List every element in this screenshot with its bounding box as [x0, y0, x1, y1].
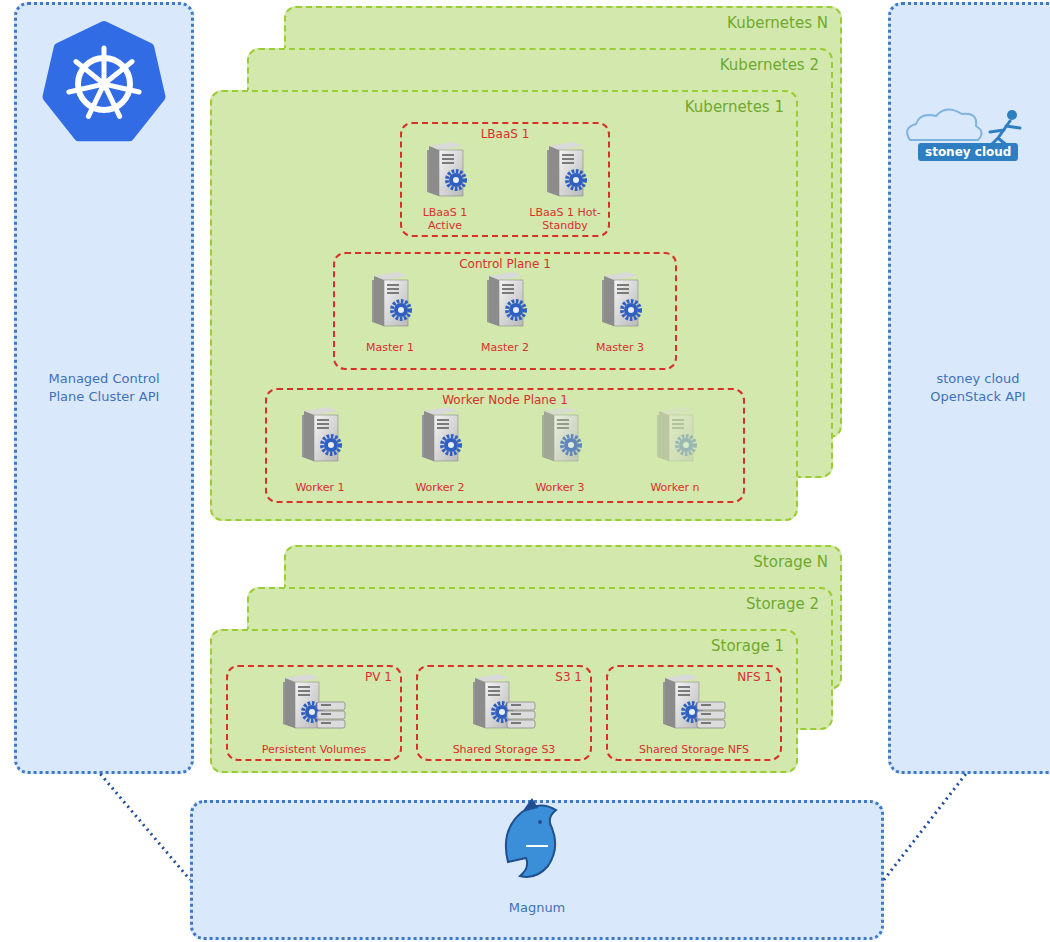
- api-panel: stoney cloud OpenStack API: [888, 2, 1050, 774]
- node-label: Worker 2: [415, 481, 464, 494]
- server-icons: [302, 142, 695, 461]
- node-label: Kubernetes 1: [224, 98, 784, 116]
- node-label: Worker Node Plane 1: [275, 393, 735, 407]
- node-label: Master 3: [596, 341, 644, 354]
- node-label: Magnum: [509, 899, 566, 917]
- node-label: Control Plane 1: [343, 257, 667, 271]
- node-label: Managed Control Plane Cluster API: [29, 370, 179, 406]
- node-label: Persistent Volumes: [262, 743, 367, 756]
- node-label: Worker n: [650, 481, 699, 494]
- node-label: LBaaS 1 Hot-Standby: [527, 206, 603, 232]
- node-label: stoney cloud OpenStack API: [903, 370, 1050, 406]
- node-label: LBaaS 1 Active: [410, 206, 480, 232]
- node-label: S3 1: [426, 670, 582, 684]
- node-label: Master 2: [481, 341, 529, 354]
- node-label: NFS 1: [616, 670, 772, 684]
- node-label: Kubernetes N: [298, 14, 828, 32]
- node-label: Worker 1: [295, 481, 344, 494]
- node-label: LBaaS 1: [410, 127, 600, 141]
- magnum-shark-logo: [506, 798, 556, 877]
- node-label: Storage 1: [224, 637, 784, 655]
- node-label: Worker 3: [535, 481, 584, 494]
- node-label: Shared Storage NFS: [639, 743, 749, 756]
- kubernetes-logo: [48, 26, 161, 136]
- storage-icons: [283, 674, 725, 728]
- node-label: Storage 2: [261, 595, 819, 613]
- logo-text: stoney cloud: [918, 143, 1018, 161]
- dotted-connector: [100, 774, 190, 880]
- dotted-connector: [884, 774, 966, 880]
- node-label: Shared Storage S3: [453, 743, 556, 756]
- node-label: Kubernetes 2: [261, 56, 819, 74]
- node-label: Storage N: [298, 553, 828, 571]
- node-label: PV 1: [236, 670, 392, 684]
- node-label: Master 1: [366, 341, 414, 354]
